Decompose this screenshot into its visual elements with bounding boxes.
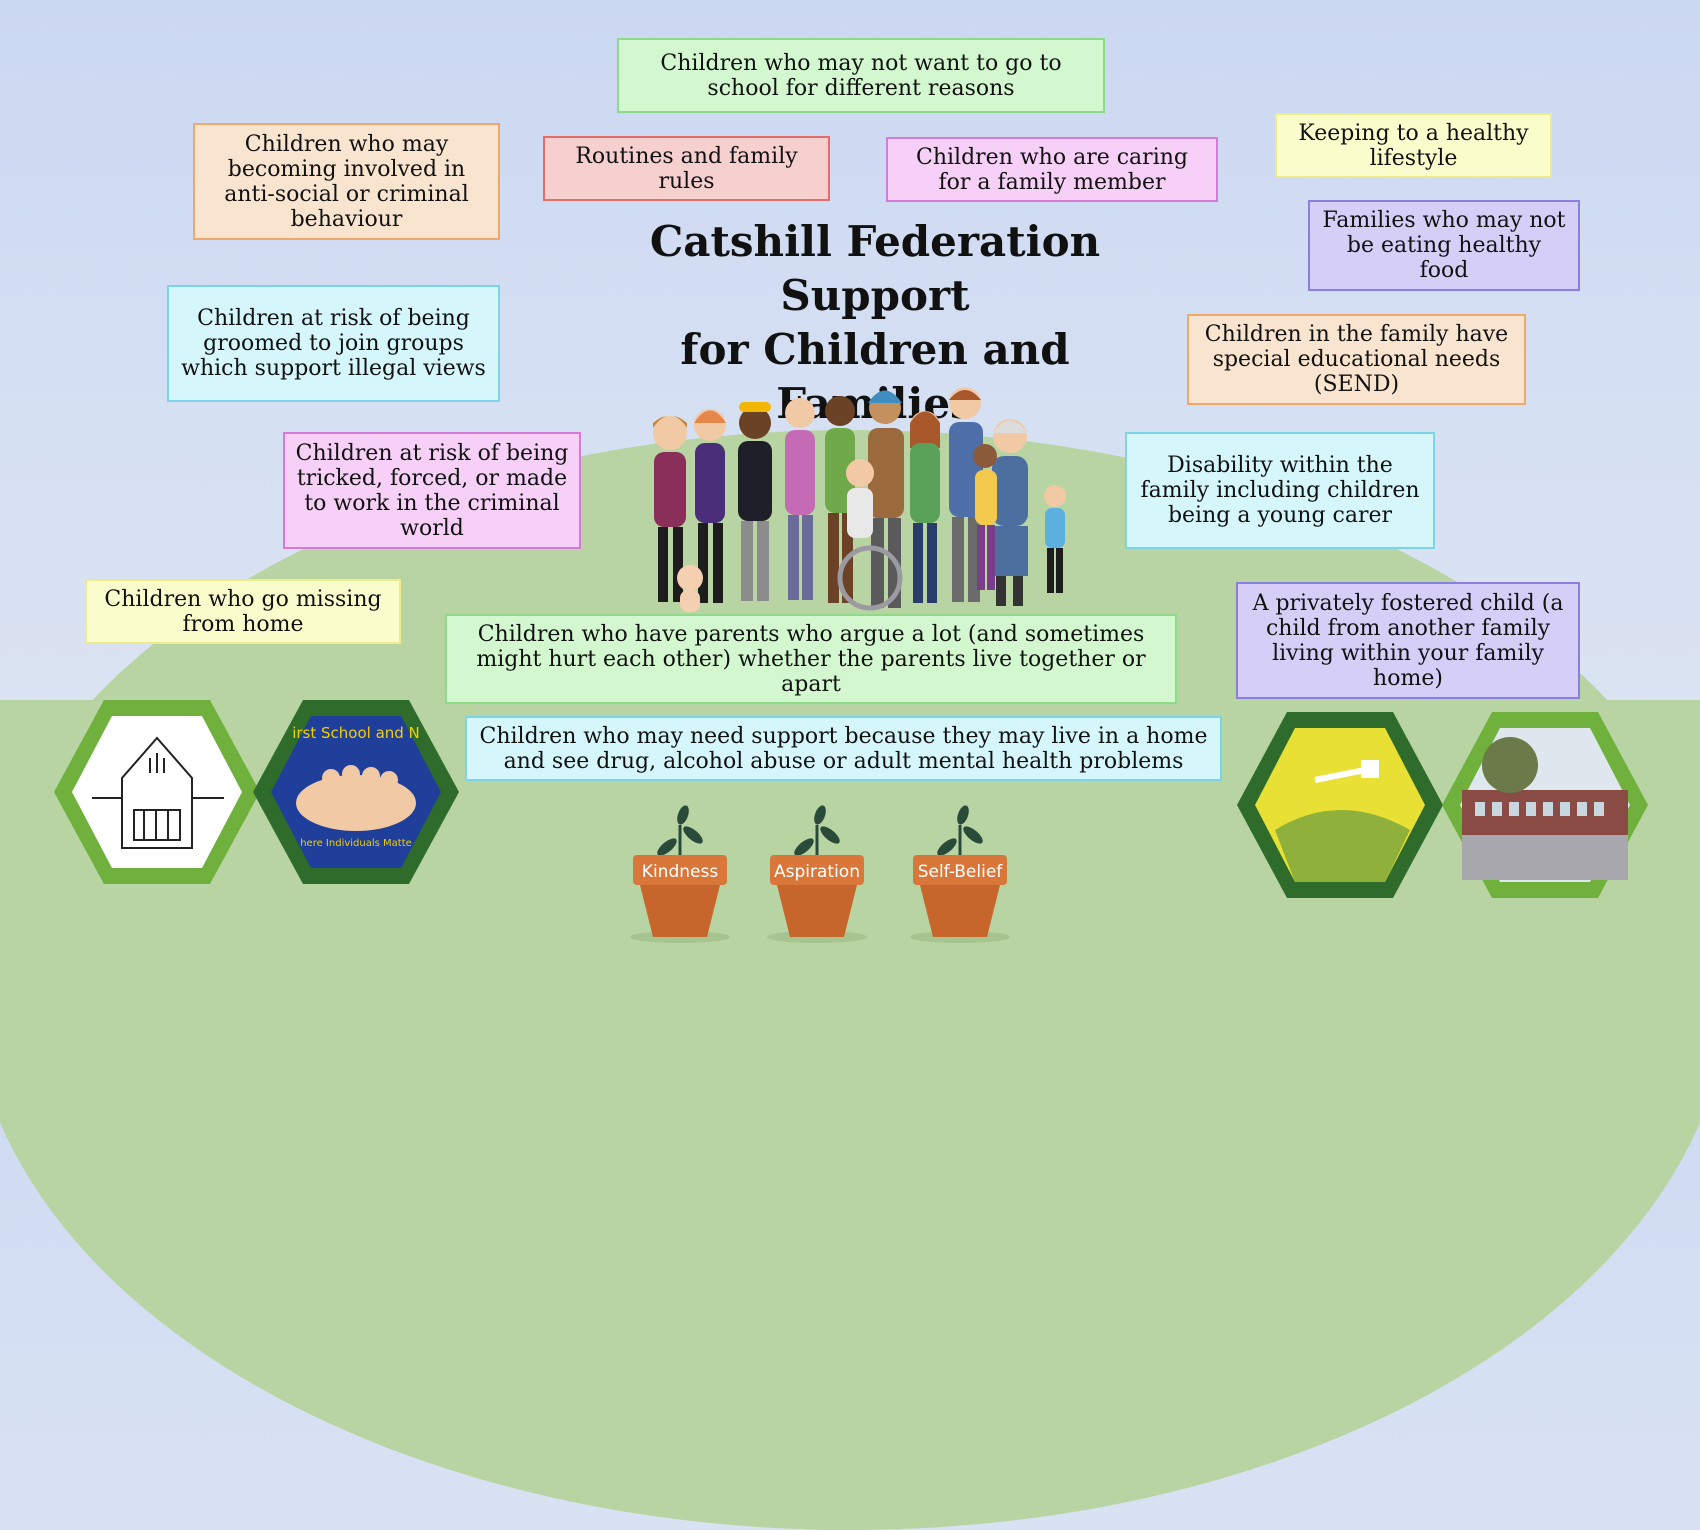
box-disability: Disability within the family including c… [1125,432,1435,549]
box-parents-argue: Children who have parents who argue a lo… [445,614,1177,704]
pot-aspiration-label: Aspiration [774,862,860,882]
box-drugs-text: Children who may need support because th… [479,723,1208,774]
box-healthy-lifestyle: Keeping to a healthy lifestyle [1275,113,1552,178]
box-healthy-food: Families who may not be eating healthy f… [1308,200,1580,291]
person-4 [785,398,815,600]
school-drawing [92,736,224,849]
box-caring: Children who are caring for a family mem… [886,137,1218,202]
box-parents-argue-text: Children who have parents who argue a lo… [476,621,1146,697]
family-illustration [653,387,1066,612]
box-antisocial: Children who may becoming involved in an… [193,123,500,240]
box-groomed: Children at risk of being groomed to joi… [167,285,500,402]
box-criminal-world-text: Children at risk of being tricked, force… [295,440,569,541]
box-caring-text: Children who are caring for a family mem… [916,144,1188,195]
box-missing: Children who go missing from home [85,579,401,644]
hands-graphic [296,775,416,831]
hex-tree-emblem [1237,712,1443,898]
box-fostered-text: A privately fostered child (a child from… [1252,590,1564,691]
box-criminal-world: Children at risk of being tricked, force… [283,432,581,549]
pot-self-belief-label: Self-Belief [918,862,1004,882]
child-figures [677,444,1066,612]
logo-motto-text: here Individuals Matte [300,838,412,849]
box-healthy-food-text: Families who may not be eating healthy f… [1322,208,1566,283]
emblem-hill [1275,810,1410,882]
person-7 [910,411,940,603]
box-send-text: Children in the family have special educ… [1204,322,1509,397]
person-1 [653,415,687,602]
pot-aspiration: Aspiration [767,805,867,943]
logo-arc-text: irst School and N [292,724,420,742]
box-healthy-lifestyle-text: Keeping to a healthy lifestyle [1298,120,1529,171]
box-missing-text: Children who go missing from home [104,586,382,637]
box-school-avoidance: Children who may not want to go to schoo… [617,38,1105,113]
box-groomed-text: Children at risk of being groomed to joi… [181,306,486,381]
hex-school-building [54,700,260,884]
title-line-1: Catshill Federation Support [649,217,1101,320]
box-routines: Routines and family rules [543,136,830,201]
pot-kindness-label: Kindness [642,862,719,882]
pot-kindness: Kindness [630,805,730,943]
person-2 [694,409,726,603]
hex-school-logo: irst School and N here Individuals Matte [253,700,459,884]
box-school-avoidance-text: Children who may not want to go to schoo… [660,50,1062,101]
box-routines-text: Routines and family rules [575,143,798,194]
box-fostered: A privately fostered child (a child from… [1236,582,1580,699]
box-antisocial-text: Children who may becoming involved in an… [224,131,469,232]
title-line-2: for Children and [680,325,1070,374]
person-9 [992,419,1028,606]
box-send: Children in the family have special educ… [1187,314,1526,405]
box-drugs: Children who may need support because th… [465,716,1222,781]
box-disability-text: Disability within the family including c… [1140,453,1420,528]
pot-self-belief: Self-Belief [910,805,1010,943]
person-3 [738,402,772,601]
hex-school-photo [1442,712,1648,898]
